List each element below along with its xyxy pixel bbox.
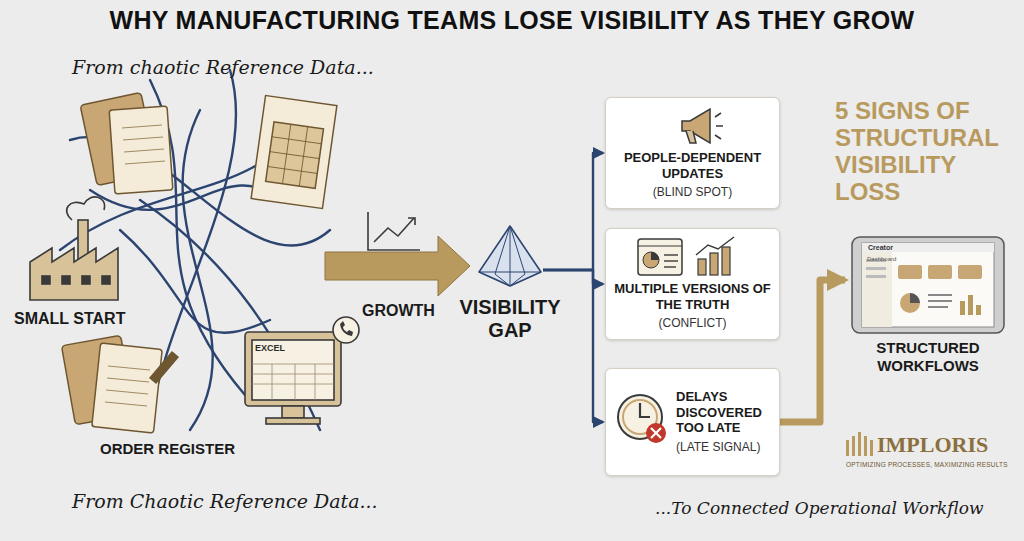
node-heading: DELAYS DISCOVERED TOO LATE: [676, 389, 771, 436]
node-subtext: (CONFLICT): [614, 316, 771, 330]
screen-label: EXCEL: [255, 343, 285, 353]
section-caption: From Chaotic Reference Data...: [72, 490, 378, 512]
section-caption: From chaotic Reference Data...: [72, 56, 374, 78]
part-label: ORDER REGISTER: [100, 440, 235, 457]
connector-arrow: [543, 270, 603, 422]
megaphone-icon: [676, 103, 726, 147]
node-heading: Creator: [868, 244, 893, 251]
node-heading: PEOPLE-DEPENDENT UPDATES: [614, 150, 771, 181]
section-heading: 5 SIGNS OF STRUCTURAL VISIBILITY LOSS: [835, 98, 1015, 206]
pyramid-icon: [475, 224, 545, 288]
section-caption: ...To Connected Operational Workflow: [655, 498, 983, 518]
sign-box: MULTIPLE VERSIONS OF THE TRUTH (CONFLICT): [605, 228, 780, 340]
tablet: CreatorDashboardSTRUCTURED WORKFLOWS: [848, 235, 1008, 375]
gap-pyramid: VISIBILITY GAP: [440, 224, 580, 342]
node-heading: VISIBILITY GAP: [440, 296, 580, 342]
node-subtext: STRUCTURED WORKFLOWS: [848, 339, 1008, 375]
sign-box: PEOPLE-DEPENDENT UPDATES (BLIND SPOT): [605, 97, 780, 209]
arrow-label: GROWTH: [362, 302, 435, 320]
connector-arrow: [543, 153, 603, 270]
node-heading: MULTIPLE VERSIONS OF THE TRUTH: [614, 281, 771, 312]
node-subtext: Dashboard: [867, 256, 896, 262]
dashboard-icons: [636, 235, 740, 279]
node-subtext: (BLIND SPOT): [614, 185, 771, 199]
node-subtext: (LATE SIGNAL): [676, 440, 771, 454]
connector-arrow: [780, 280, 845, 422]
clock-icon: [614, 391, 670, 447]
logo-tagline: OPTIMIZING PROCESSES, MAXIMIZING RESULTS: [846, 461, 1008, 468]
logo-wordmark: IMPLORIS: [877, 432, 988, 458]
sign-box: DELAYS DISCOVERED TOO LATE (LATE SIGNAL): [605, 368, 780, 476]
part-label: SMALL START: [14, 310, 125, 328]
title: WHY MANUFACTURING TEAMS LOSE VISIBILITY …: [0, 6, 1024, 35]
